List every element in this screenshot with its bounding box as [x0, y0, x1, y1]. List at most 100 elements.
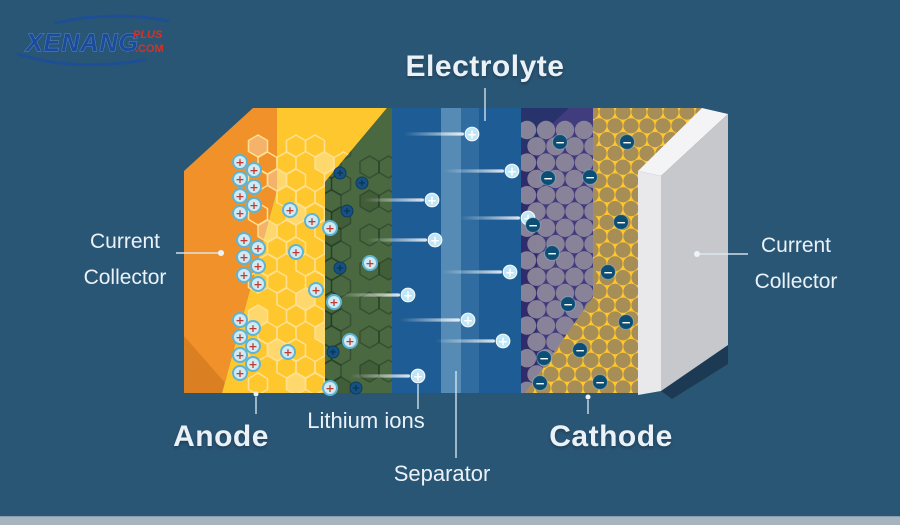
moving-lithium-ion-icon: + [350, 368, 426, 384]
svg-text:+: + [336, 263, 344, 274]
moving-lithium-ion-icon: + [400, 312, 476, 328]
svg-text:−: − [563, 298, 573, 312]
svg-text:+: + [345, 335, 354, 348]
svg-text:−: − [528, 219, 538, 233]
shadow-positive-ion-icon: + [355, 176, 369, 190]
negative-ion-icon: − [532, 375, 548, 391]
positive-ion-icon: + [245, 320, 261, 336]
positive-ion-icon: + [362, 255, 378, 271]
positive-ion-icon: + [250, 276, 266, 292]
svg-text:+: + [239, 251, 248, 264]
anode-lithium-ions: ++++++++++++++++++++++++++++++ [232, 154, 378, 396]
anode-collector-shading [184, 336, 234, 393]
label-electrolyte: Electrolyte [405, 50, 565, 83]
positive-ion-icon: + [236, 267, 252, 283]
positive-ion-icon: + [232, 347, 248, 363]
svg-text:+: + [329, 296, 338, 309]
cathode-electron-ions: −−−−−−−−−−−−−− [525, 134, 635, 391]
svg-text:−: − [539, 352, 549, 366]
positive-ion-icon: + [326, 294, 342, 310]
svg-text:+: + [413, 370, 423, 384]
pointer-dot-right [694, 251, 700, 257]
positive-ion-icon: + [246, 197, 262, 213]
positive-ion-icon: + [246, 162, 262, 178]
positive-ion-icon: + [232, 205, 248, 221]
separator-layer-edge [461, 108, 479, 393]
svg-text:+: + [329, 347, 337, 358]
positive-ion-icon: + [245, 338, 261, 354]
svg-text:+: + [498, 335, 508, 349]
shadow-positive-ion-icon: + [340, 204, 354, 218]
logo-plus-text: PLUS [133, 29, 163, 41]
svg-text:+: + [235, 367, 244, 380]
positive-ion-icon: + [232, 154, 248, 170]
svg-text:+: + [249, 199, 258, 212]
logo-swoosh-top [54, 14, 170, 25]
svg-text:−: − [595, 376, 605, 390]
positive-ion-icon: + [342, 333, 358, 349]
svg-text:+: + [291, 246, 300, 259]
svg-text:−: − [547, 247, 557, 261]
positive-ion-icon: + [308, 282, 324, 298]
positive-ion-icon: + [322, 220, 338, 236]
svg-text:+: + [248, 322, 257, 335]
svg-text:+: + [403, 289, 413, 303]
label-separator: Separator [393, 461, 491, 486]
logo-swoosh-bottom [16, 52, 146, 67]
svg-text:+: + [235, 207, 244, 220]
positive-ion-icon: + [304, 213, 320, 229]
positive-ion-icon: + [232, 188, 248, 204]
label-collector-left: Collector [83, 266, 167, 289]
svg-text:+: + [311, 284, 320, 297]
svg-text:+: + [248, 340, 257, 353]
svg-text:+: + [253, 242, 262, 255]
label-lithium-ions: Lithium ions [307, 408, 425, 433]
label-collector-right: Collector [754, 270, 838, 293]
moving-lithium-ion-icon: + [340, 287, 416, 303]
anode-layer [222, 108, 387, 393]
svg-text:+: + [505, 266, 515, 280]
svg-text:+: + [463, 314, 473, 328]
negative-ion-icon: − [560, 296, 576, 312]
positive-ion-icon: + [280, 344, 296, 360]
collector-block-shadow [661, 345, 728, 399]
svg-text:+: + [235, 190, 244, 203]
positive-ion-icon: + [236, 232, 252, 248]
pointer-dot-anode [253, 391, 259, 397]
logo-xenangplus: XENANG PLUS .COM [12, 8, 187, 70]
positive-ion-icon: + [250, 240, 266, 256]
logo-brand-text: XENANG [24, 29, 139, 57]
svg-text:−: − [543, 172, 553, 186]
logo-domain-text: .COM [135, 43, 164, 55]
svg-text:+: + [235, 314, 244, 327]
collector-block-top-face [638, 108, 728, 176]
svg-text:+: + [427, 194, 437, 208]
positive-ion-icon: + [246, 179, 262, 195]
moving-lithium-ion-icon: + [444, 163, 520, 179]
negative-ion-icon: − [525, 217, 541, 233]
positive-ion-icon: + [288, 244, 304, 260]
negative-ion-icon: − [618, 314, 634, 330]
negative-ion-icon: − [544, 245, 560, 261]
shadow-positive-ion-icon: + [333, 166, 347, 180]
svg-text:+: + [253, 278, 262, 291]
moving-lithium-ion-icon: + [367, 232, 443, 248]
svg-text:+: + [239, 234, 248, 247]
negative-ion-icon: − [552, 134, 568, 150]
svg-text:+: + [325, 382, 334, 395]
positive-ion-icon: + [232, 365, 248, 381]
label-pointers [176, 88, 748, 458]
svg-text:+: + [430, 234, 440, 248]
label-current-left: Current [89, 230, 161, 253]
bottom-bar [0, 516, 900, 525]
shadow-lithium-ions: ++++++ [326, 166, 369, 395]
positive-ion-icon: + [232, 171, 248, 187]
svg-text:+: + [235, 331, 244, 344]
svg-text:−: − [621, 316, 631, 330]
svg-text:+: + [352, 383, 360, 394]
svg-text:+: + [239, 269, 248, 282]
svg-text:−: − [585, 171, 595, 185]
svg-text:+: + [283, 346, 292, 359]
label-cathode: Cathode [549, 420, 673, 453]
